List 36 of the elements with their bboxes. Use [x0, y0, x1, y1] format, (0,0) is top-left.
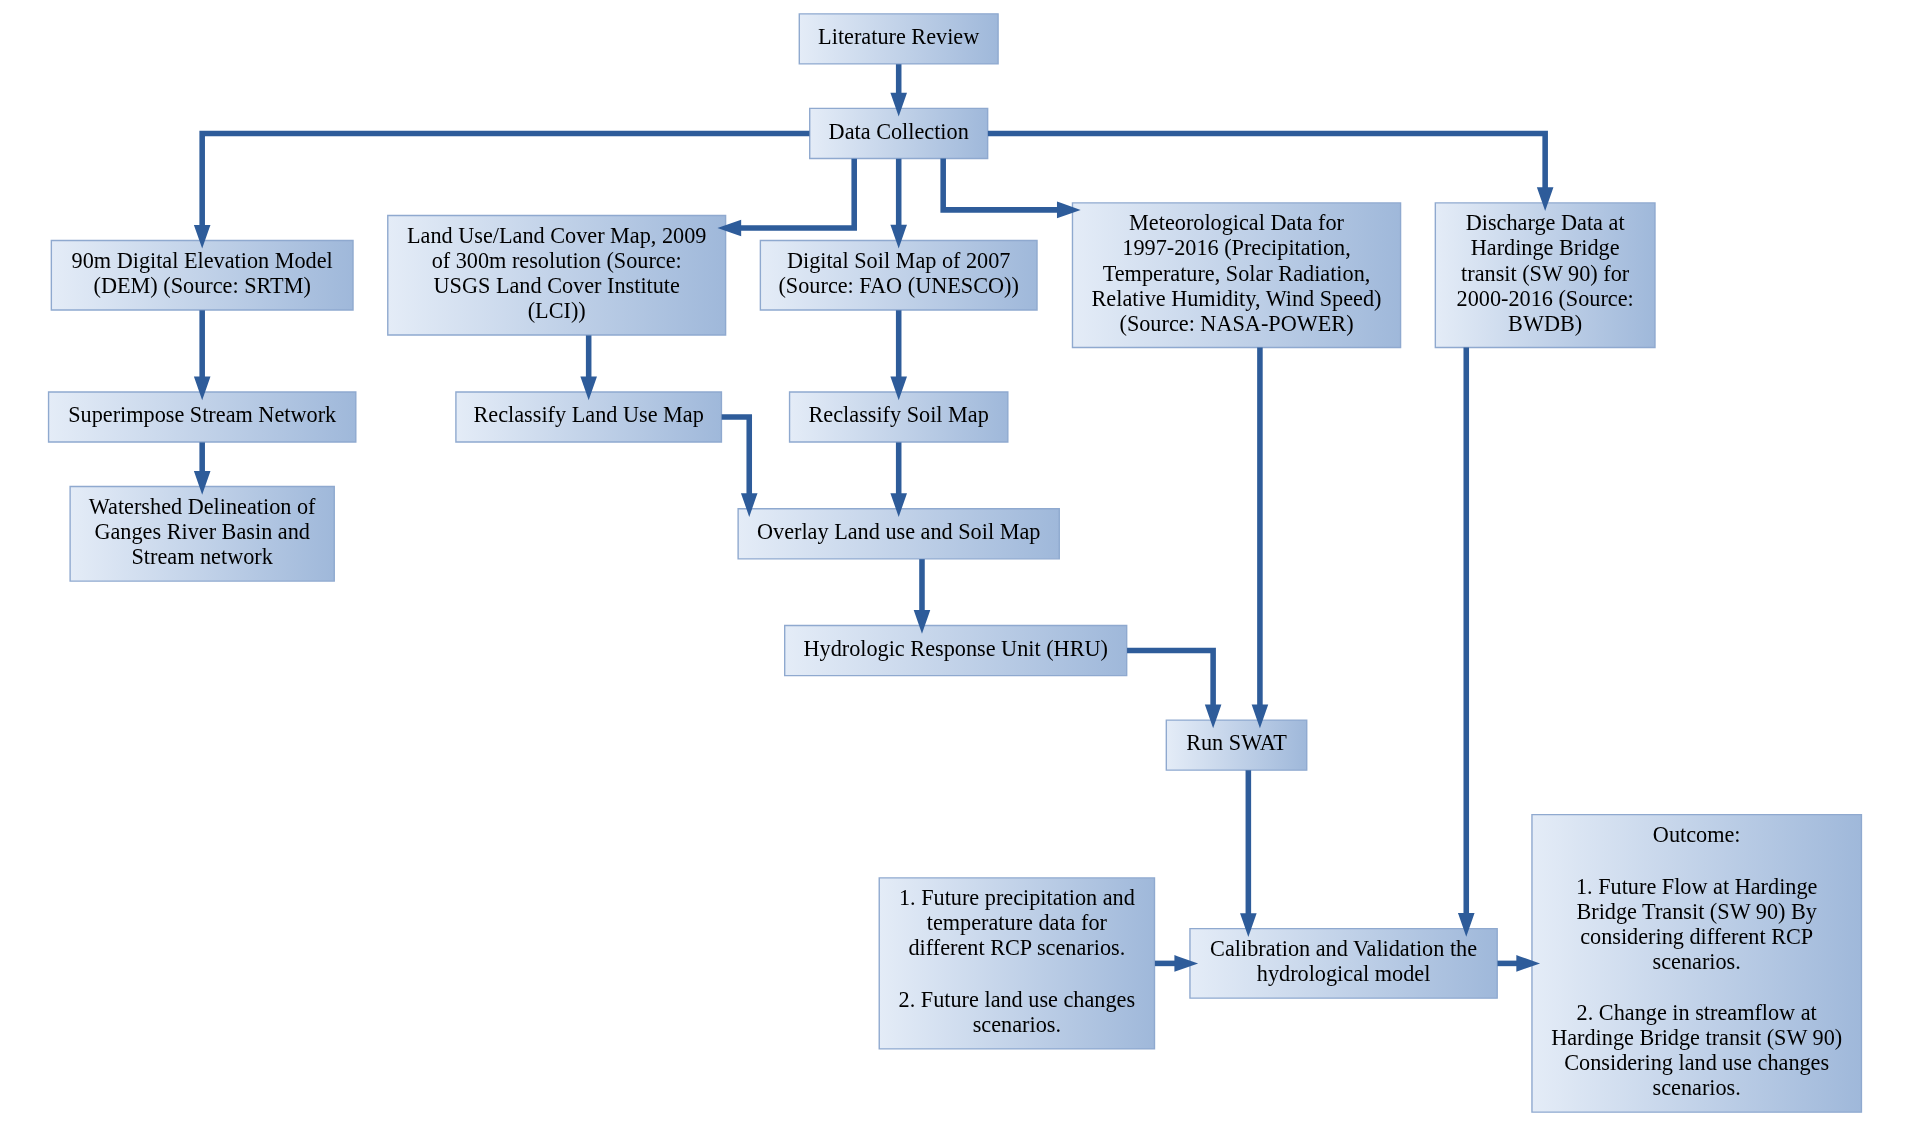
arrow [890, 442, 907, 517]
arrow [193, 310, 211, 401]
arrow [1251, 347, 1269, 729]
node-box: Watershed Delineation of Ganges River Basin and Stream network [69, 485, 335, 582]
arrow [1457, 347, 1475, 937]
arrow [193, 130, 810, 249]
arrow [890, 158, 907, 249]
arrow [1154, 955, 1199, 972]
arrow [721, 414, 758, 517]
node-box: Run SWAT [1165, 719, 1308, 771]
node-box: Literature Review [798, 13, 999, 65]
arrow [1497, 955, 1541, 972]
node-box: Land Use/Land Cover Map, 2009 of 300m resolution (Source: USGS Land Cover Institute (LCI)) [387, 214, 727, 336]
node-box: Meteorological Data for 1997-2016 (Precipitation, Temperature, Solar Radiation, Relative Humidity, Wind Speed) (Source: NASA-POWER) [1071, 202, 1402, 349]
node-box: Hydrologic Response Unit (HRU) [784, 624, 1128, 677]
node-box: Discharge Data at Hardinge Bridge transit (SW 90) for 2000-2016 (Source: BWDB) [1434, 202, 1656, 349]
node-box: Reclassify Soil Map [788, 391, 1009, 443]
arrow [1240, 770, 1257, 938]
node-box: Superimpose Stream Network [47, 391, 357, 443]
node-box: Reclassify Land Use Map [455, 391, 723, 443]
arrow [193, 442, 211, 495]
node-box: Outcome: 1. Future Flow at Hardinge Bridge Transit (SW 90) By considering different RCP scenarios. 2. Change in streamflow at Hardinge Bridge transit (SW 90) Considering land use changes scenarios. [1531, 813, 1863, 1113]
node-box: Data Collection [809, 107, 989, 160]
arrow [987, 130, 1554, 212]
node-box: Digital Soil Map of 2007 (Source: FAO (UNESCO)) [759, 239, 1038, 311]
arrow [890, 310, 907, 401]
arrow [1127, 647, 1222, 729]
arrow [940, 158, 1081, 219]
arrow [890, 64, 907, 117]
node-box: 90m Digital Elevation Model (DEM) (Source: SRTM) [50, 239, 354, 311]
arrow [717, 158, 857, 237]
node-box: Calibration and Validation the hydrological model [1189, 927, 1498, 999]
node-box: Overlay Land use and Soil Map [737, 508, 1060, 560]
node-box: 1. Future precipitation and temperature data for different RCP scenarios. 2. Future land use changes scenarios. [878, 877, 1156, 1050]
arrow [580, 335, 597, 401]
arrow [913, 559, 931, 634]
